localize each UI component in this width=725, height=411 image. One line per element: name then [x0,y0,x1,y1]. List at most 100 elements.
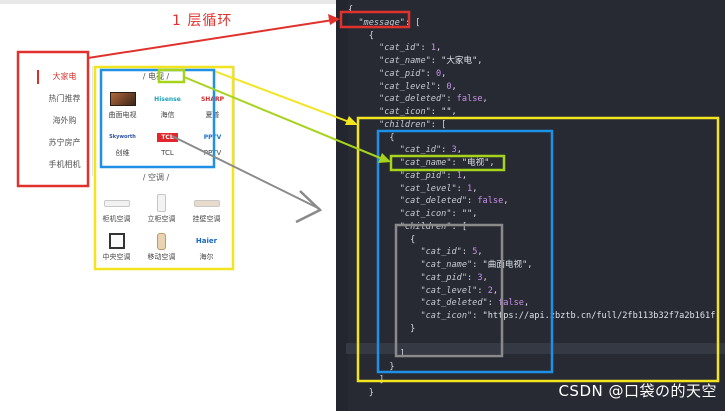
code-token: { [348,234,416,245]
code-token: "cat_icon" [399,209,452,219]
code-line: "cat_icon": "https://api.zbztb.cn/full/2… [348,310,715,322]
sidebar-item-realestate[interactable]: 苏宁房产 [48,138,81,147]
code-token: "cat_id" [420,247,462,258]
code-token: : [467,196,478,207]
code-token: "https://api.zbztb.cn/full/2fb113b32f7a2… [482,311,716,321]
grid-item[interactable]: 柜机空调 [94,192,139,230]
haier-logo: Haier [195,237,218,245]
code-token: : [461,247,473,258]
code-token: , [482,94,488,105]
code-line: "cat_name": "电视", [348,157,495,169]
code-line: "children": [ [348,221,467,233]
central-ac-icon [108,233,125,249]
code-line: } [348,361,394,373]
code-token [348,311,420,321]
code-token: 0 [446,81,452,92]
code-line: ] [348,348,405,360]
code-token [348,107,379,117]
code-token: false [456,94,483,105]
loop-annotation-label: 1 层循环 [172,13,233,29]
code-token: : [ [404,17,421,28]
sidebar-item-phones[interactable]: 手机相机 [48,160,81,169]
code-token: "" [461,209,473,219]
code-line: "cat_level": 1, [348,183,478,195]
code-token: : [430,56,442,66]
code-token: 1 [430,43,436,54]
code-token: false [498,298,524,309]
code-line: "cat_id": 3, [348,144,462,156]
grid-item[interactable]: 中央空调 [94,230,139,268]
code-token [348,56,379,66]
code-token [348,298,420,308]
code-token: } [348,323,416,334]
code-token: , [527,260,533,270]
code-line: "cat_icon": "", [348,208,478,220]
code-line: "cat_level": 0, [348,81,457,93]
grid-item[interactable]: Hisense 海信 [154,95,181,120]
code-token: , [492,285,499,296]
wall-ac-icon [103,199,130,207]
code-token: : [446,94,457,105]
portable-ac-icon [157,232,166,250]
grid-item[interactable]: Haier 海尔 [195,237,218,261]
code-line: "cat_deleted": false, [348,195,509,207]
code-line: "cat_id": 5, [348,246,482,258]
code-token: "cat_icon" [420,311,473,321]
pptv-logo: PPTV [203,133,222,141]
code-token [348,158,400,168]
code-token: "cat_icon" [379,107,431,117]
top-strip [0,0,336,4]
code-line: } [348,387,374,399]
code-token [348,18,358,28]
code-token: "cat_deleted" [399,196,468,207]
code-token: "cat_id" [399,145,442,156]
grid-item[interactable]: 立柜空调 [139,192,184,230]
code-token [348,120,379,130]
code-token: : [487,298,499,309]
curved-tv-icon [109,92,136,106]
code-token: : [430,107,442,117]
code-token [348,69,379,79]
code-token: "cat_deleted" [379,94,447,105]
grid-item[interactable]: 曲面电视 [100,88,145,126]
grid-item[interactable]: TCL TCL [145,126,190,164]
code-token: { [348,30,374,41]
grid-item[interactable]: PPTV PPTV [203,133,222,158]
code-token: , [436,43,442,54]
category-title-ac: / 空调 / [142,173,170,182]
grid-item[interactable]: SHARP 夏普 [200,95,224,120]
tv-grid: 曲面电视 Hisense 海信 SHARP 夏普 Skyworth 创维 TCL… [100,88,235,164]
tower-ac-icon [157,194,166,212]
code-line: "cat_pid": 1, [348,170,467,182]
grid-item[interactable]: Skyworth 创维 [109,134,136,157]
csdn-watermark: CSDN @口袋の的天空 [558,382,717,400]
code-token: , [441,68,447,79]
code-line: { [348,30,374,42]
grid-item[interactable]: 挂壁空调 [184,192,229,230]
code-token [348,260,420,270]
ac-grid: 柜机空调 立柜空调 挂壁空调 中央空调 移动空调 Haier 海尔 [94,192,229,268]
code-token: "cat_level" [379,81,436,92]
code-token: 0 [435,68,442,79]
code-token: "cat_id" [379,43,421,54]
code-token: , [477,56,483,66]
hisense-logo: Hisense [154,95,181,103]
code-line: "cat_level": 2, [348,285,498,297]
sidebar-item-appliances[interactable]: 大家电 [37,66,92,88]
code-line: "cat_icon": "", [348,106,457,118]
grid-item[interactable]: 移动空调 [139,230,184,268]
code-token: "电视" [461,158,490,168]
code-token [348,43,379,53]
sidebar-item-hot[interactable]: 热门推荐 [48,94,81,103]
app-preview-panel: 1 层循环 大家电 热门推荐 海外购 苏宁房产 手机相机 / 电视 / 曲面电视… [0,0,336,411]
code-token [348,196,400,206]
code-token [348,222,400,232]
code-token: , [482,272,488,283]
code-token: "children" [379,119,431,130]
code-token: "" [441,107,452,117]
code-token: : [451,209,462,219]
code-token [348,82,379,92]
code-token: ] [348,374,385,385]
sidebar-item-overseas[interactable]: 海外购 [52,116,77,125]
json-code-editor[interactable]: { "message": [ { "cat_id": 1, "cat_name"… [336,0,725,411]
